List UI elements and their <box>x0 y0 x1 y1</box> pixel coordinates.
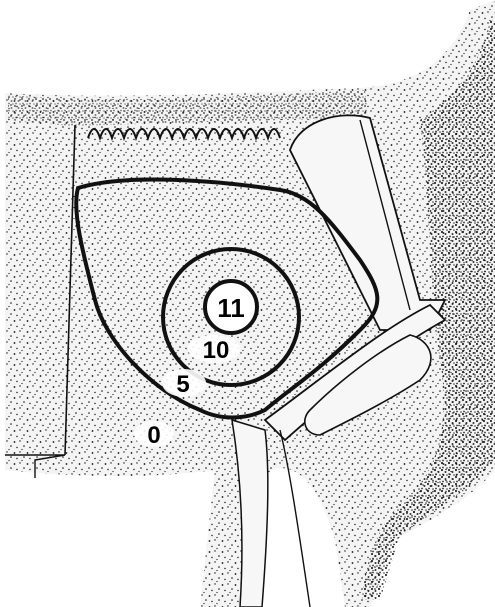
zone-label-0: 0 <box>147 422 160 449</box>
zone-label-5: 5 <box>176 371 189 398</box>
zone-label-11: 11 <box>217 293 245 323</box>
zone-label-10: 10 <box>203 337 230 364</box>
